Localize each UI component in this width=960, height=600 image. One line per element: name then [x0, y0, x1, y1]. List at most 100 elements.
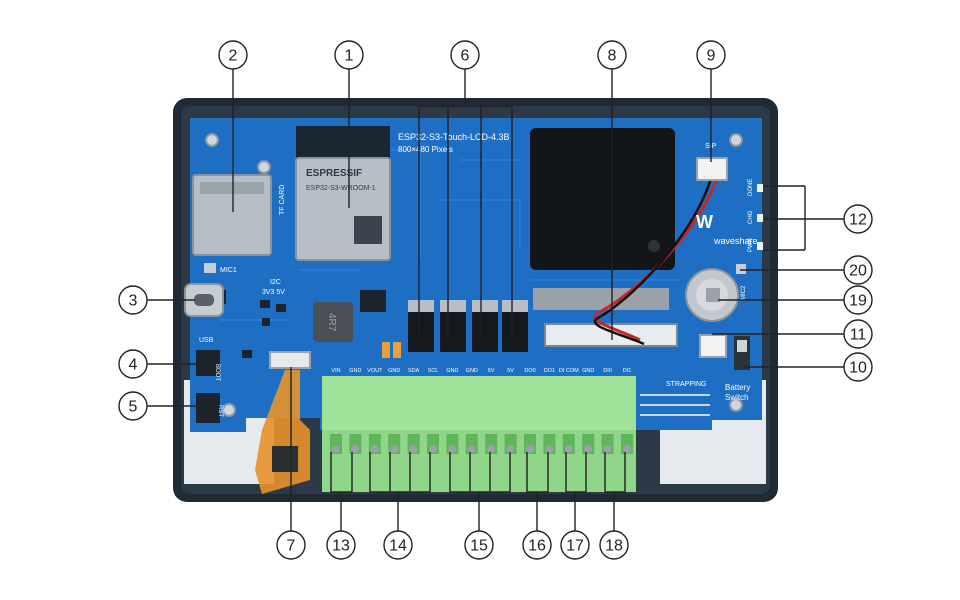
mic2-label: MIC2 — [741, 285, 747, 300]
terminal-screw-head — [429, 445, 437, 453]
reset-label: RST — [217, 405, 223, 417]
callout-lines — [147, 69, 844, 531]
callout-number-14: 14 — [389, 538, 407, 555]
mounting-holes — [205, 133, 743, 417]
callout-number-4: 4 — [129, 357, 138, 374]
callout-circle-11 — [843, 319, 873, 349]
strapping-label: STRAPPING — [666, 381, 706, 388]
terminal-pin-label: GND — [446, 368, 458, 374]
callout-number-19: 19 — [849, 293, 867, 310]
callout-number-18: 18 — [605, 538, 623, 555]
terminal-screw-head — [623, 445, 631, 453]
callout-circle-19 — [843, 285, 873, 315]
callout-line — [449, 452, 511, 531]
terminal-pin-label: GND — [466, 368, 478, 374]
battery-connector — [699, 334, 727, 358]
module-name: ESP32-S3-WROOM-1 — [306, 185, 376, 192]
callout-line — [369, 452, 431, 531]
terminal-screw-head — [545, 445, 554, 453]
mic2 — [736, 264, 746, 274]
callout-number-8: 8 — [608, 48, 617, 65]
chg-label: CHG — [748, 210, 754, 224]
callout-circle-7 — [276, 530, 306, 560]
terminal-screw-head — [409, 445, 418, 453]
terminal-pin-label: DI1 — [623, 368, 632, 374]
callout-number-7: 7 — [287, 538, 296, 555]
terminal-pin-label: SCL — [428, 368, 439, 374]
reset-button[interactable] — [196, 393, 220, 423]
terminal-screw[interactable] — [504, 434, 517, 454]
callout-number-5: 5 — [129, 399, 138, 416]
callout-circle-6 — [450, 40, 480, 70]
callout-circle-5 — [118, 391, 148, 421]
terminal-pin-label: 5V — [488, 368, 495, 374]
callout-number-17: 17 — [566, 538, 584, 555]
callout-circle-4 — [118, 349, 148, 379]
pwr-label: PWR — [748, 237, 754, 252]
terminal-screw-head — [390, 445, 399, 453]
callout-circle-20 — [843, 255, 873, 285]
terminal-screw-head — [487, 445, 496, 453]
terminal-pin-label: VIN — [331, 368, 340, 374]
lcd-fpc-connector — [544, 323, 678, 347]
mic1-label: MIC1 — [220, 267, 237, 274]
i2c-voltage: 3V3 5V — [262, 289, 285, 296]
terminal-slots — [330, 434, 633, 454]
callout-circle-8 — [597, 40, 627, 70]
terminal-pin-label: GND — [388, 368, 400, 374]
i2c-label: I2C — [270, 279, 281, 286]
module-brand: ESPRESSIF — [306, 168, 362, 179]
callout-circle-2 — [218, 40, 248, 70]
callout-line — [565, 452, 587, 531]
callout-circle-12 — [843, 204, 873, 234]
module-qr — [354, 216, 382, 244]
callout-circle-3 — [118, 285, 148, 315]
terminal-pin-label: DI COM — [559, 368, 579, 374]
relay-tabs — [408, 300, 528, 312]
tf-card-slot[interactable] — [192, 174, 272, 256]
callout-circle-16 — [522, 530, 552, 560]
callout-line — [330, 452, 353, 531]
terminal-screw-head — [448, 445, 457, 453]
callout-line — [604, 452, 626, 531]
inductor-label: 4R7 — [326, 313, 337, 332]
battery-wire — [593, 174, 720, 342]
boot-label: BOOT — [214, 364, 220, 381]
touch-fpc-connector — [269, 351, 311, 369]
pcb-traces — [220, 149, 680, 321]
usb-label: USB — [199, 337, 214, 344]
speaker-connector — [696, 157, 728, 181]
power-inductor — [313, 302, 353, 342]
callout-circle-18 — [599, 530, 629, 560]
terminal-pin-label: VOUT — [367, 368, 383, 374]
callout-line — [526, 452, 549, 531]
terminal-pin-label: DI0 — [603, 368, 612, 374]
callout-number-2: 2 — [229, 48, 238, 65]
mic1 — [204, 263, 216, 273]
terminal-screw-head — [351, 445, 360, 453]
terminal-pin-label: DO0 — [524, 368, 535, 374]
terminal-pin-label: GND — [349, 368, 361, 374]
status-leds — [757, 184, 763, 250]
callout-circle-15 — [464, 530, 494, 560]
board-resolution: 800×480 Pixels — [398, 145, 453, 154]
callout-circle-1 — [334, 40, 364, 70]
terminal-screw-head — [506, 445, 515, 453]
terminal-screw-head — [603, 445, 612, 453]
terminal-pin-label: SDA — [408, 368, 420, 374]
callout-number-15: 15 — [470, 538, 488, 555]
relays — [408, 312, 528, 352]
callout-circle-13 — [326, 530, 356, 560]
boot-button[interactable] — [196, 350, 220, 376]
lcd-flex-cable — [533, 288, 669, 310]
callout-number-10: 10 — [849, 360, 867, 377]
callout-number-16: 16 — [528, 538, 546, 555]
terminal-screw-head — [467, 445, 476, 453]
logo-mark: W — [696, 212, 713, 232]
strapping-grid — [640, 394, 710, 416]
terminal-screw-head — [332, 445, 340, 453]
terminal-pin-label: GND — [582, 368, 594, 374]
